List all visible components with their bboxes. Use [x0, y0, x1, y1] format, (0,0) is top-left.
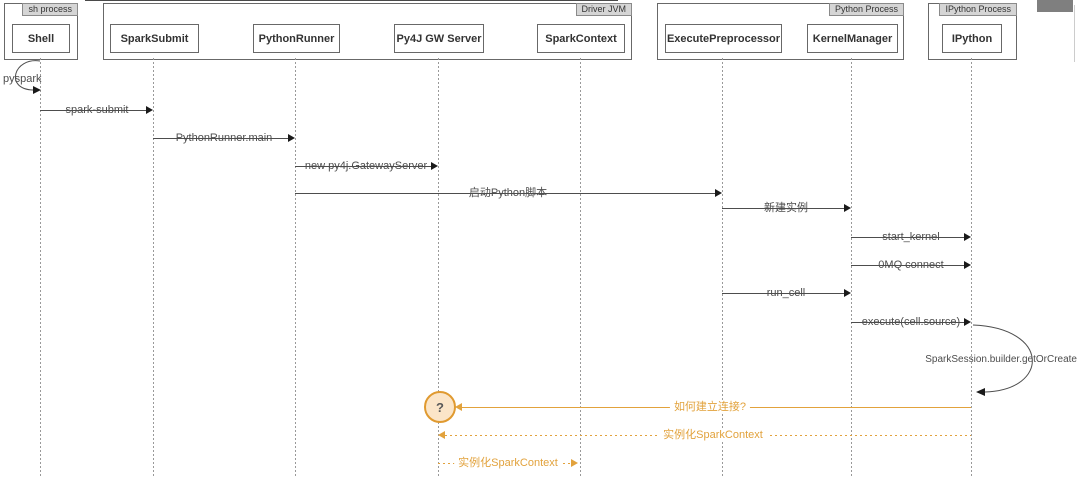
participant-ipython: IPython	[942, 24, 1002, 53]
frame-label: Python Process	[828, 3, 904, 16]
lifeline-sparkcontext	[580, 58, 581, 476]
arrowhead	[438, 431, 445, 439]
self-message-label: pyspark	[3, 73, 42, 85]
message-label: 实例化SparkContext	[659, 429, 767, 442]
arrowhead	[844, 204, 851, 212]
message-line	[851, 322, 964, 323]
frame-python-process: Python Process	[657, 3, 904, 60]
message-label: spark-submit	[65, 104, 129, 116]
arrowhead	[33, 86, 41, 94]
participant-executepreprocessor: ExecutePreprocessor	[665, 24, 782, 53]
lifeline-shell	[40, 58, 41, 476]
lifeline-executepreprocessor	[722, 58, 723, 476]
lifeline-pythonrunner	[295, 58, 296, 476]
question-node: ?	[424, 391, 456, 423]
message-line	[295, 166, 431, 167]
message-label: PythonRunner.main	[175, 132, 273, 144]
message-label: 启动Python脚本	[468, 187, 548, 199]
self-message-label: SparkSession.builder.getOrCreate	[925, 354, 1077, 365]
message-label: run_cell	[766, 287, 806, 299]
frame-driver-jvm: Driver JVM	[103, 3, 632, 60]
message-label: 0MQ connect	[878, 259, 944, 271]
arrowhead	[715, 189, 722, 197]
arrowhead	[146, 106, 153, 114]
lifeline-sparksubmit	[153, 58, 154, 476]
message-label: execute(cell.source)	[861, 316, 961, 328]
participant-sparkcontext: SparkContext	[537, 24, 625, 53]
participant-pythonrunner: PythonRunner	[253, 24, 340, 53]
frame-label: sh process	[22, 3, 78, 16]
participant-py4j-gw-server: Py4J GW Server	[394, 24, 484, 53]
arrowhead	[431, 162, 438, 170]
window-top-edge	[85, 0, 618, 1]
frame-sh-process: sh process	[4, 3, 78, 60]
frame-label: Driver JVM	[575, 3, 632, 16]
message-label: 实例化SparkContext	[454, 457, 562, 470]
scrollbar-track-edge	[1074, 5, 1075, 62]
scrollbar-thumb[interactable]	[1037, 0, 1073, 12]
lifeline-ipython	[971, 58, 972, 476]
message-label: 新建实例	[764, 202, 808, 214]
message-label: 如何建立连接?	[669, 401, 751, 414]
message-line	[851, 265, 964, 266]
message-label: start_kernel	[882, 231, 940, 243]
self-message-pyspark-arc	[14, 60, 41, 94]
message-label: new py4j.GatewayServer	[304, 160, 428, 172]
message-line	[722, 208, 844, 209]
message-line	[851, 237, 964, 238]
arrowhead	[455, 403, 462, 411]
message-line	[40, 110, 146, 111]
arrowhead	[964, 261, 971, 269]
participant-shell: Shell	[12, 24, 70, 53]
frame-label: IPython Process	[939, 3, 1017, 16]
arrowhead	[976, 388, 985, 396]
participant-kernelmanager: KernelManager	[807, 24, 898, 53]
arrowhead	[964, 233, 971, 241]
arrowhead	[571, 459, 578, 467]
self-message-getorcreate-arc	[972, 324, 1033, 396]
arrowhead	[964, 318, 971, 326]
message-line	[153, 138, 288, 139]
message-line	[722, 293, 844, 294]
message-line	[295, 193, 715, 194]
frame-ipython-process: IPython Process	[928, 3, 1017, 60]
arrowhead	[844, 289, 851, 297]
arrowhead	[288, 134, 295, 142]
participant-sparksubmit: SparkSubmit	[110, 24, 199, 53]
lifeline-kernelmanager	[851, 58, 852, 476]
lifeline-py4j-gw-server	[438, 58, 439, 476]
